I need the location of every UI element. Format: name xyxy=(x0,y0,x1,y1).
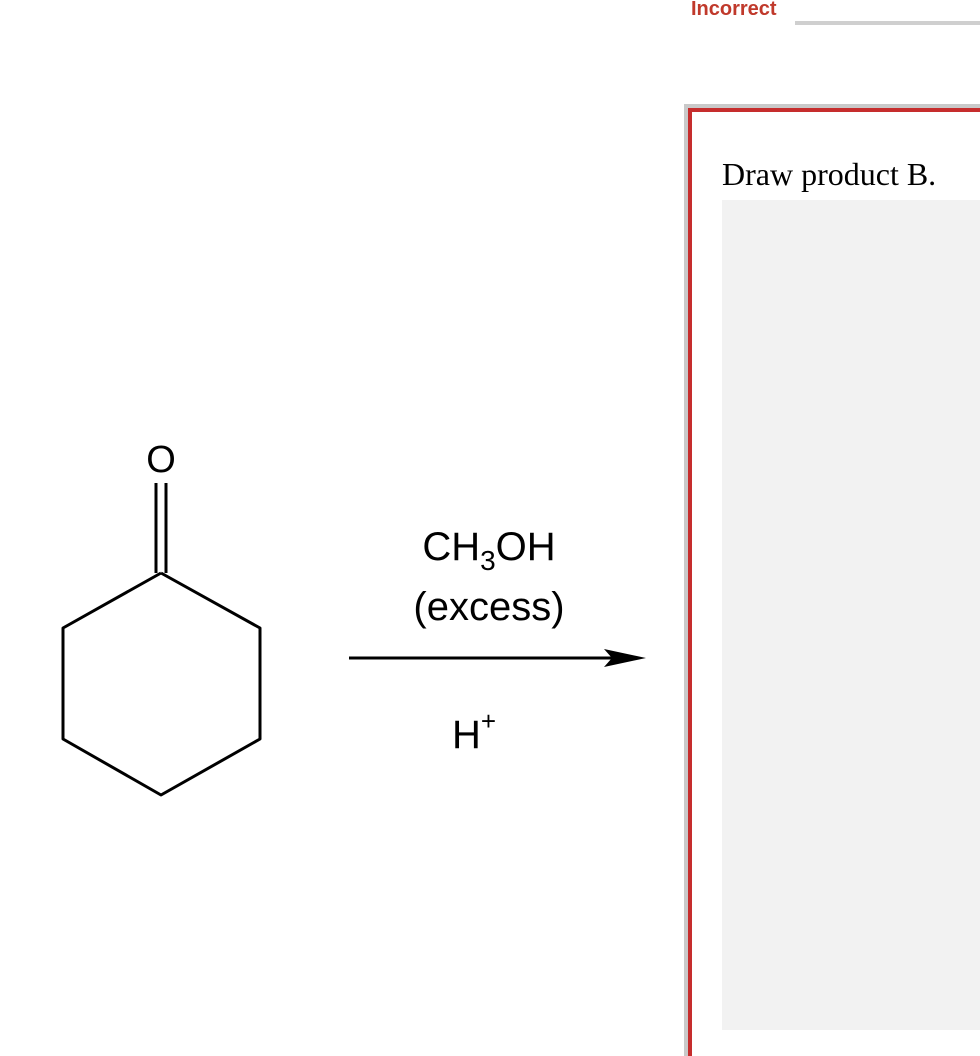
catalyst-acid: H+ xyxy=(452,706,496,757)
reagent-excess: (excess) xyxy=(413,585,564,629)
reaction-scheme: O CH3OH (excess) H+ xyxy=(0,420,670,820)
status-divider xyxy=(795,21,980,25)
answer-panel-border: Draw product B. xyxy=(688,108,980,1056)
drawing-canvas[interactable] xyxy=(722,200,980,1030)
oxygen-atom-label: O xyxy=(146,439,176,481)
answer-status: Incorrect xyxy=(691,0,980,30)
reaction-arrow xyxy=(349,649,646,667)
cyclohexanone-structure xyxy=(61,483,262,797)
ring-bonds xyxy=(61,571,262,797)
question-prompt: Draw product B. xyxy=(722,156,937,192)
status-incorrect-label: Incorrect xyxy=(691,0,777,20)
answer-panel: Draw product B. xyxy=(684,104,980,1056)
reaction-drawing: O CH3OH (excess) H+ xyxy=(61,439,646,797)
reagent-methanol: CH3OH xyxy=(422,525,555,576)
